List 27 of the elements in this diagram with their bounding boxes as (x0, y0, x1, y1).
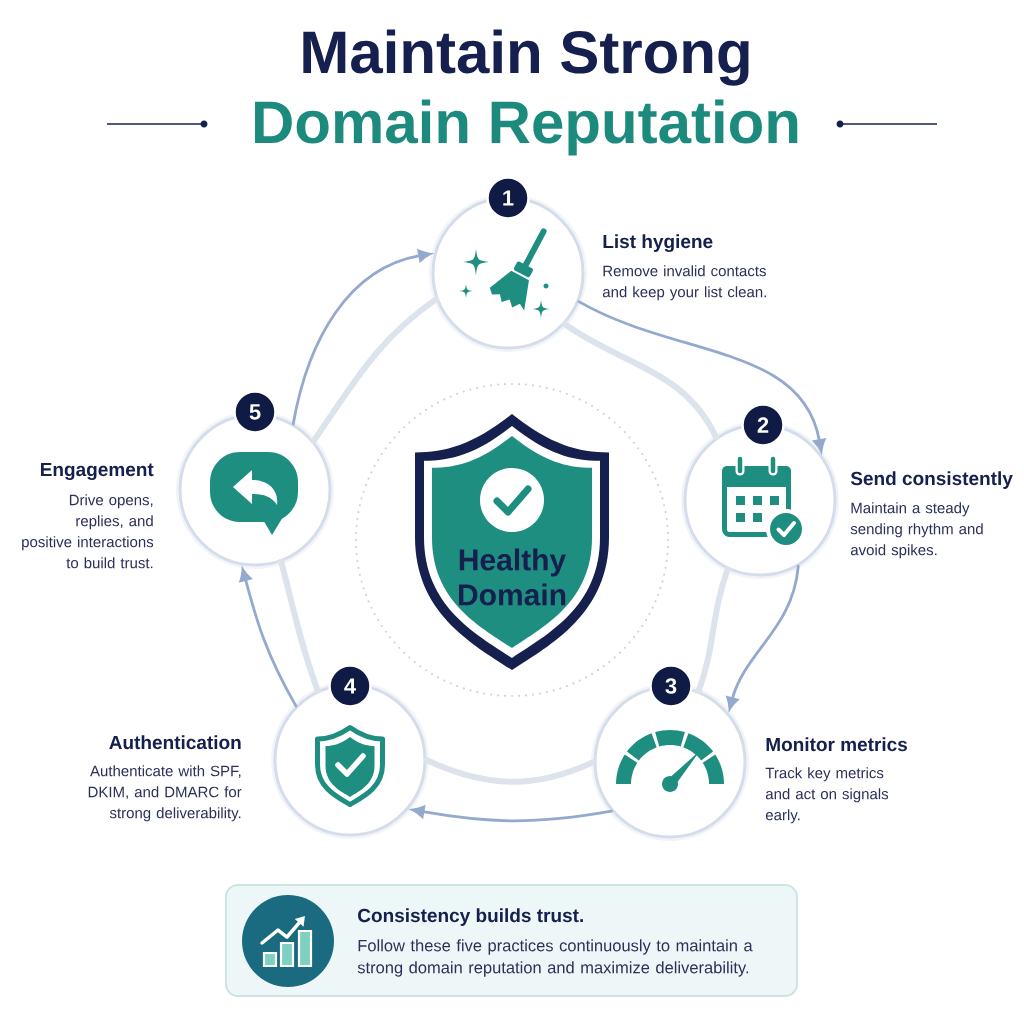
callout-text: Follow these five practices continuously to maintain a strong domain reputation and maximize deliverability. (357, 939, 753, 977)
step-heading: Monitor metrics (766, 737, 907, 752)
step-heading: Send consistently (850, 471, 1013, 489)
shield: Healthy Domain (415, 414, 609, 670)
number-badge: 4 (328, 664, 372, 708)
curved-arrow (577, 300, 826, 452)
step-heading: List hygiene (603, 234, 713, 253)
curved-arrow (726, 564, 800, 710)
step-description: Maintain a steady sending rhythm and avoid spikes. (850, 502, 983, 559)
connector-line (561, 321, 720, 441)
number-badge: 2 (741, 403, 785, 447)
connector-line (423, 757, 597, 785)
curved-arrow (239, 568, 298, 708)
step-description: Remove invalid contacts and keep your list clean. (602, 265, 766, 301)
number-badge: 3 (649, 664, 693, 708)
step-description: Track key metrics and act on signals early. (765, 767, 889, 824)
connector-line (695, 566, 731, 695)
title: Maintain Strong Domain Reputation (255, 29, 798, 156)
step-description: Authenticate with SPF, DKIM, and DMARC for strong deliverability. (88, 765, 242, 822)
connector-line (278, 558, 321, 694)
step-description: Drive opens, replies, and positive interactions to build trust. (22, 494, 154, 569)
number-badge: 5 (233, 390, 277, 434)
callout-heading: Consistency builds trust. (358, 908, 583, 926)
number-badge: 1 (486, 176, 530, 220)
step-heading: Authentication (109, 735, 241, 750)
curved-arrow (411, 805, 613, 823)
step-heading: Engagement (41, 462, 154, 481)
